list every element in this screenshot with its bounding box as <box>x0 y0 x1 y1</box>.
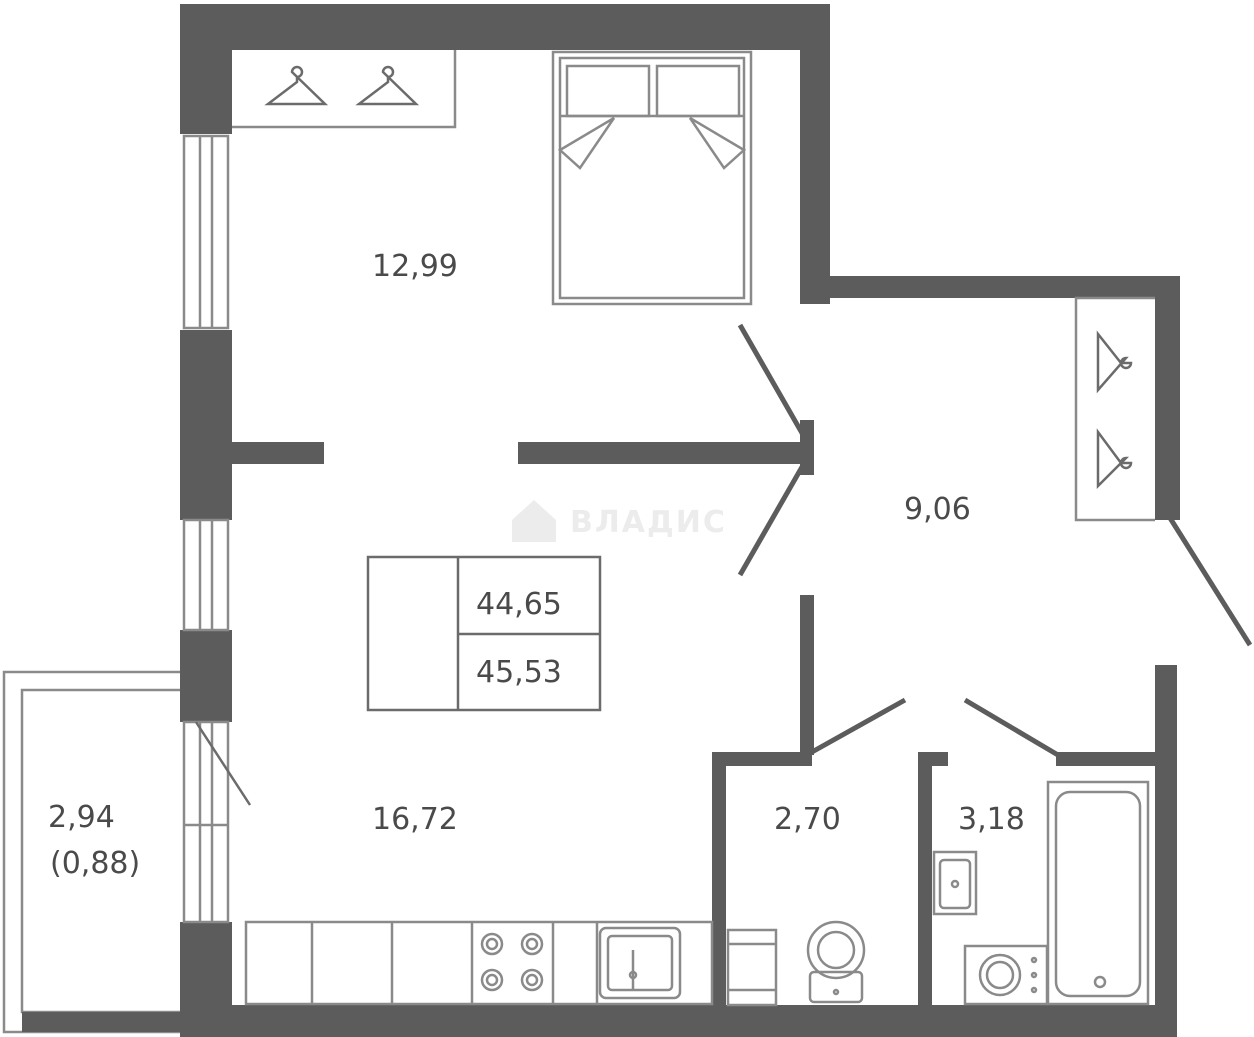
room-area-living-kitchen: 16,72 <box>372 802 458 837</box>
wall-bath-top-left <box>918 752 948 766</box>
balcony <box>2 670 252 1034</box>
wall-bath-left <box>918 752 932 1007</box>
windows <box>182 134 230 924</box>
window-living <box>182 518 230 632</box>
home-logo-icon <box>512 500 556 542</box>
watermark: ВЛАДИС <box>512 500 727 542</box>
door-entrance <box>1162 508 1253 647</box>
room-area-bathroom: 3,18 <box>958 802 1025 837</box>
wall-left-mid1 <box>180 330 232 520</box>
room-area-bedroom: 12,99 <box>372 249 458 284</box>
washing-machine-icon <box>963 944 1049 1006</box>
wall-left-mid2 <box>180 630 232 722</box>
sink-icon <box>932 850 978 916</box>
doors <box>737 323 1253 758</box>
hanger-icon <box>1096 330 1133 394</box>
sink-icon <box>598 926 682 1000</box>
wall-partition-right <box>518 442 810 464</box>
room-area-balcony-coef: (0,88) <box>50 846 140 881</box>
wardrobe-hall <box>1074 296 1155 522</box>
door-bathroom <box>963 697 1060 758</box>
wall-hall-top <box>800 276 1180 298</box>
window-bedroom <box>182 134 230 330</box>
wall-bath-top-right <box>1056 752 1157 766</box>
walls <box>180 4 1180 1037</box>
area-summary: 44,65 45,53 <box>366 555 602 712</box>
wardrobe-bedroom <box>232 50 457 129</box>
wall-bottom <box>180 1005 1177 1037</box>
bathroom-fixtures <box>932 780 1150 1006</box>
door-hall <box>737 458 809 577</box>
wall-toilet-left-stub <box>800 595 814 755</box>
wall-right-far-lower <box>1155 665 1177 1037</box>
room-area-balcony: 2,94 <box>48 800 115 835</box>
watermark-text: ВЛАДИС <box>570 505 727 540</box>
room-area-toilet: 2,70 <box>774 802 841 837</box>
room-area-hall: 9,06 <box>904 492 971 527</box>
stove-icon <box>480 932 544 992</box>
wall-toilet-top <box>712 752 812 766</box>
wall-right-far-upper <box>1155 276 1180 520</box>
wall-toilet-left <box>712 752 726 1007</box>
hanger-icon <box>355 65 420 106</box>
kitchen-counter <box>244 920 714 1006</box>
window-balcony-door <box>182 720 230 924</box>
total-area-value: 45,53 <box>476 655 562 690</box>
toilet-icon <box>806 920 866 1004</box>
bathtub-icon <box>1046 780 1150 1006</box>
hanger-icon <box>264 65 329 106</box>
wall-right-upper <box>800 4 830 304</box>
hanger-icon <box>1096 428 1133 490</box>
wall-top <box>180 4 830 50</box>
door-toilet <box>810 697 907 755</box>
wall-partition-left <box>232 442 324 464</box>
wall-left-top <box>180 4 232 134</box>
door-bedroom <box>737 323 809 442</box>
living-area-value: 44,65 <box>476 587 562 622</box>
wall-left-bottom <box>180 922 232 1032</box>
bed-icon <box>551 50 753 306</box>
toilet-room-fixtures <box>726 920 866 1007</box>
